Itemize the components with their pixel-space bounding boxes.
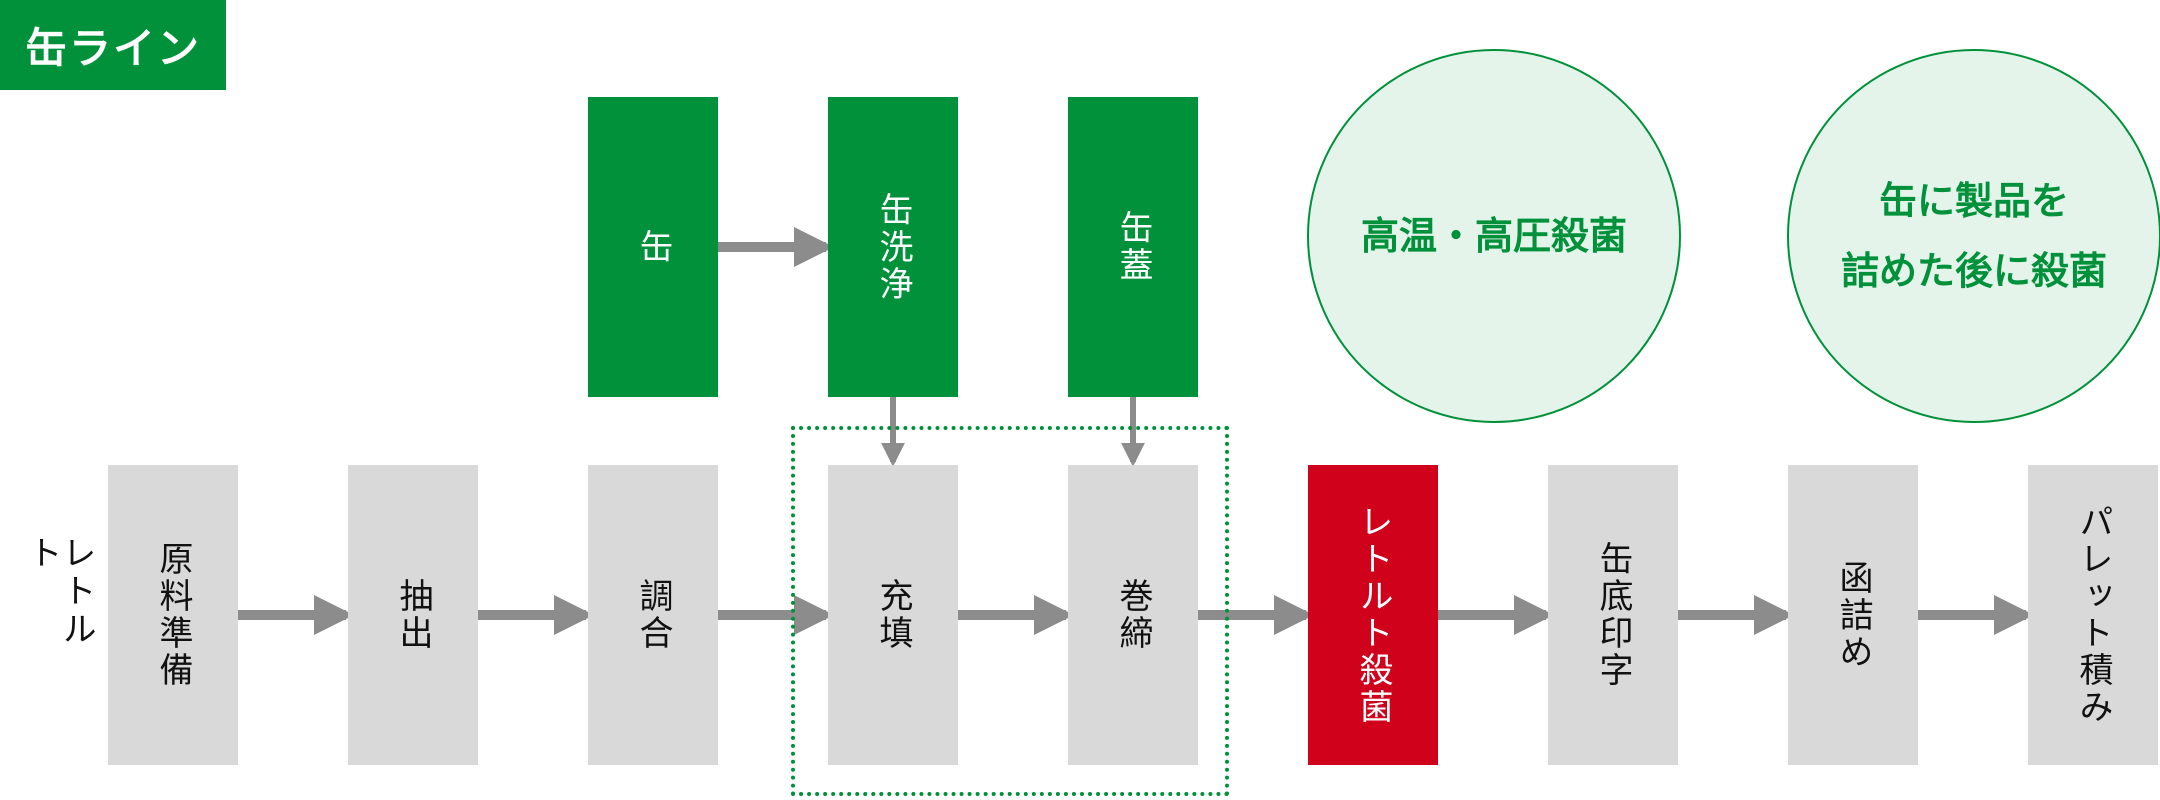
- step-extraction: 抽出: [348, 465, 478, 765]
- circle-high-temp: 高温・高圧殺菌: [1307, 49, 1681, 423]
- fill-seam-group-outline: [791, 426, 1229, 796]
- step-filling: 充填: [828, 465, 958, 765]
- box-can-wash: 缶洗浄: [828, 97, 958, 397]
- box-can: 缶: [588, 97, 718, 397]
- step-seaming-label: 巻締: [1113, 578, 1153, 652]
- step-bottom-print-label: 缶底印字: [1593, 541, 1633, 689]
- circle-after-fill-line2: 詰めた後に殺菌: [1840, 249, 2107, 293]
- step-blending: 調合: [588, 465, 718, 765]
- step-filling-label: 充填: [873, 578, 913, 652]
- box-can-lid: 缶蓋: [1068, 97, 1198, 397]
- circle-high-temp-text: 高温・高圧殺菌: [1360, 213, 1627, 258]
- step-boxing: 函詰め: [1788, 465, 1918, 765]
- side-label: レトルト: [22, 535, 96, 685]
- step-retort-label: レトルト殺菌: [1353, 504, 1393, 726]
- circle-after-fill: 缶に製品を 詰めた後に殺菌: [1787, 49, 2160, 423]
- step-raw-prep-label: 原料準備: [153, 541, 193, 689]
- step-palletizing: パレット積み: [2028, 465, 2158, 765]
- step-blending-label: 調合: [633, 578, 673, 652]
- circle-after-fill-line1: 缶に製品を: [1878, 178, 2069, 223]
- step-bottom-print: 缶底印字: [1548, 465, 1678, 765]
- box-can-label: 缶: [633, 228, 673, 266]
- box-can-lid-label: 缶蓋: [1113, 210, 1153, 284]
- step-boxing-label: 函詰め: [1833, 559, 1873, 671]
- step-retort: レトルト殺菌: [1308, 465, 1438, 765]
- line-tag: 缶ライン: [0, 0, 226, 90]
- line-tag-label: 缶ライン: [24, 23, 201, 73]
- box-can-wash-label: 缶洗浄: [873, 191, 913, 303]
- step-seaming: 巻締: [1068, 465, 1198, 765]
- step-palletizing-label: パレット積み: [2073, 504, 2113, 726]
- step-extraction-label: 抽出: [393, 578, 433, 652]
- step-raw-prep: 原料準備: [108, 465, 238, 765]
- side-label-text: レトルト: [22, 535, 96, 649]
